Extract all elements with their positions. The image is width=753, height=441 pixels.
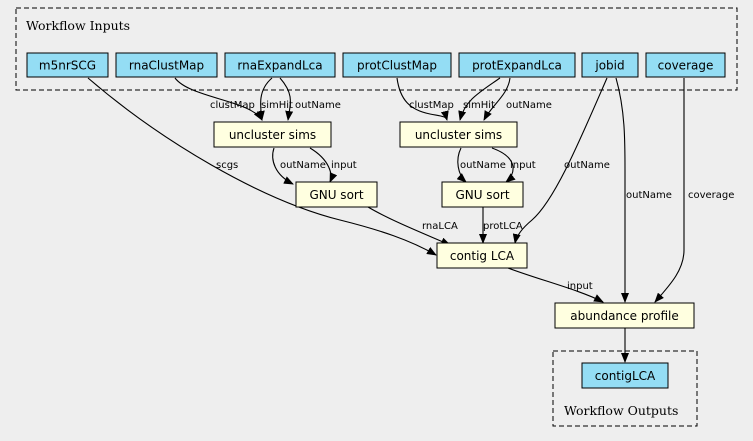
input-node-protexpandlca[interactable]: protExpandLca bbox=[458, 52, 576, 78]
input-nodes: m5nrSCG rnaClustMap rnaExpandLca protClu… bbox=[26, 52, 726, 78]
step-label-uncluster-sims-prot: uncluster sims bbox=[415, 128, 502, 142]
edge-label-rna-outname: outName bbox=[295, 100, 341, 111]
input-label-coverage: coverage bbox=[658, 59, 714, 73]
input-label-m5nrscg: m5nrSCG bbox=[39, 59, 96, 73]
edge-jobid-outname-abundance bbox=[615, 77, 629, 303]
edge-label-prot-outname: outName bbox=[506, 100, 552, 111]
input-node-coverage[interactable]: coverage bbox=[645, 52, 726, 78]
edge-label-abund-coverage: coverage bbox=[688, 190, 734, 201]
input-label-protclustmap: protClustMap bbox=[357, 59, 437, 73]
edge-label-protlca: protLCA bbox=[483, 221, 523, 232]
step-label-abundance-profile: abundance profile bbox=[570, 309, 678, 323]
edge-rnalca bbox=[367, 206, 451, 246]
input-label-rnaexpandlca: rnaExpandLca bbox=[237, 59, 322, 73]
edge-label-rnalca: rnaLCA bbox=[422, 221, 458, 232]
edge-label-lca-outname: outName bbox=[564, 160, 610, 171]
step-label-contig-lca: contig LCA bbox=[450, 249, 515, 263]
output-nodes: contigLCA bbox=[581, 362, 669, 389]
edge-prot-sort-outname bbox=[456, 147, 467, 183]
workflow-outputs-label: Workflow Outputs bbox=[564, 403, 678, 418]
input-label-protexpandlca: protExpandLca bbox=[472, 59, 562, 73]
edge-prot-simhit bbox=[458, 77, 501, 121]
input-node-rnaclustmap[interactable]: rnaClustMap bbox=[115, 52, 218, 78]
edge-rna-clustmap bbox=[174, 77, 263, 121]
step-node-uncluster-sims-rna[interactable]: uncluster sims bbox=[213, 121, 332, 148]
edge-labels: clustMap simHit outName clustMap simHit … bbox=[210, 100, 734, 292]
edge-prot-clustmap bbox=[396, 77, 449, 121]
step-label-gnu-sort-rna: GNU sort bbox=[309, 188, 363, 202]
edge-label-prot-sort-outname: outName bbox=[460, 160, 506, 171]
edge-label-rna-simhit: simHit bbox=[261, 100, 293, 111]
input-node-jobid[interactable]: jobid bbox=[581, 52, 639, 78]
input-node-m5nrscg[interactable]: m5nrSCG bbox=[26, 52, 109, 78]
edge-label-rna-sort-input: input bbox=[331, 160, 357, 171]
input-label-jobid: jobid bbox=[594, 59, 624, 73]
edge-prot-outname bbox=[483, 77, 511, 121]
edge-label-rna-clustmap: clustMap bbox=[210, 100, 255, 111]
edge-label-abund-outname: outName bbox=[626, 190, 672, 201]
edges bbox=[87, 77, 685, 363]
input-node-rnaexpandlca[interactable]: rnaExpandLca bbox=[224, 52, 336, 78]
step-node-contig-lca[interactable]: contig LCA bbox=[436, 242, 528, 269]
edge-label-abund-input: input bbox=[567, 281, 593, 292]
step-node-gnu-sort-rna[interactable]: GNU sort bbox=[295, 181, 378, 208]
input-node-protclustmap[interactable]: protClustMap bbox=[342, 52, 452, 78]
workflow-inputs-cluster: Workflow Inputs bbox=[15, 7, 738, 91]
workflow-inputs-label: Workflow Inputs bbox=[26, 18, 130, 33]
edge-rna-simhit bbox=[256, 77, 273, 121]
step-node-gnu-sort-prot[interactable]: GNU sort bbox=[441, 181, 524, 208]
edge-label-prot-simhit: simHit bbox=[463, 100, 495, 111]
step-node-abundance-profile[interactable]: abundance profile bbox=[554, 302, 695, 329]
step-label-uncluster-sims-rna: uncluster sims bbox=[229, 128, 316, 142]
edge-rna-outname bbox=[279, 77, 294, 121]
edge-abundance-input bbox=[507, 267, 604, 303]
edge-label-rna-sort-outname: outName bbox=[280, 160, 326, 171]
edge-rna-sort-outname bbox=[272, 147, 294, 185]
input-label-rnaclustmap: rnaClustMap bbox=[129, 59, 204, 73]
edge-label-scgs: scgs bbox=[216, 160, 238, 171]
edge-jobid-outname-lca bbox=[512, 77, 608, 244]
edge-label-prot-clustmap: clustMap bbox=[409, 100, 454, 111]
output-node-contiglca[interactable]: contigLCA bbox=[581, 362, 669, 389]
edge-label-prot-sort-input: input bbox=[510, 160, 536, 171]
step-label-gnu-sort-prot: GNU sort bbox=[455, 188, 509, 202]
output-label-contiglca: contigLCA bbox=[595, 369, 656, 383]
edge-prot-sort-input bbox=[491, 147, 516, 183]
edge-rna-sort-input bbox=[309, 147, 338, 183]
step-node-uncluster-sims-prot[interactable]: uncluster sims bbox=[399, 121, 518, 148]
step-nodes: uncluster sims uncluster sims GNU sort G… bbox=[213, 121, 695, 329]
edge-coverage bbox=[654, 78, 685, 303]
edge-scgs bbox=[87, 77, 437, 256]
